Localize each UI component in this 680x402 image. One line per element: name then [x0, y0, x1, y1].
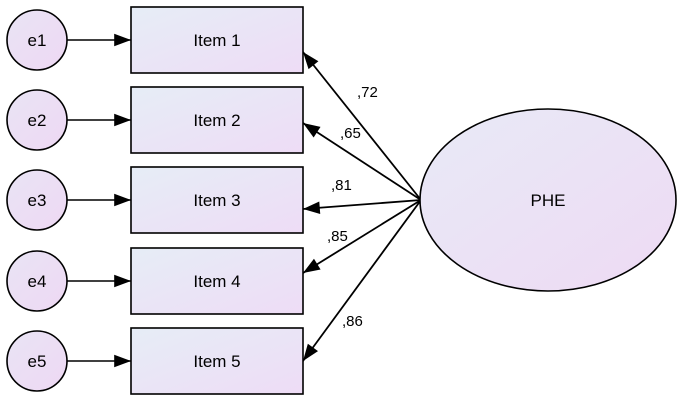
loading-label-2: ,65 [340, 125, 361, 142]
loading-arrow-5 [302, 199, 422, 362]
loading-label-4: ,85 [327, 228, 348, 245]
items-layer: Item 1 Item 2 Item 3 Item 4 Item 5 [130, 6, 304, 395]
error-node-5: e5 [6, 330, 68, 392]
error-label: e5 [28, 352, 47, 371]
loading-label-3: ,81 [331, 177, 352, 194]
latent-label: PHE [531, 191, 566, 210]
error-node-1: e1 [6, 9, 68, 71]
item-label: Item 3 [193, 191, 240, 210]
error-node-3: e3 [6, 169, 68, 231]
item-node-1: Item 1 [130, 6, 304, 74]
item-label: Item 4 [193, 272, 240, 291]
item-node-3: Item 3 [130, 166, 304, 234]
error-node-2: e2 [6, 89, 68, 151]
error-label: e1 [28, 31, 47, 50]
loading-arrow-2 [302, 122, 422, 201]
loading-arrow-3 [302, 199, 422, 215]
loading-label-5: ,86 [342, 313, 363, 330]
loading-label-1: ,72 [357, 84, 378, 101]
error-label: e4 [28, 272, 47, 291]
latent-ellipse [419, 108, 677, 292]
errors-layer: e1 e2 e3 e4 e5 [6, 9, 68, 392]
item-label: Item 2 [193, 111, 240, 130]
loading-arrow-1 [302, 51, 422, 201]
error-label: e3 [28, 191, 47, 210]
item-node-2: Item 2 [130, 86, 304, 154]
error-label: e2 [28, 111, 47, 130]
loading-arrow-4 [302, 199, 422, 274]
item-label: Item 5 [193, 352, 240, 371]
latent-layer: PHE [419, 108, 677, 292]
error-node-4: e4 [6, 250, 68, 312]
arrows-layer [67, 33, 422, 368]
item-node-4: Item 4 [130, 247, 304, 315]
item-label: Item 1 [193, 31, 240, 50]
loadings-layer: ,72 ,65 ,81 ,85 ,86 [327, 84, 378, 330]
item-node-5: Item 5 [130, 327, 304, 395]
